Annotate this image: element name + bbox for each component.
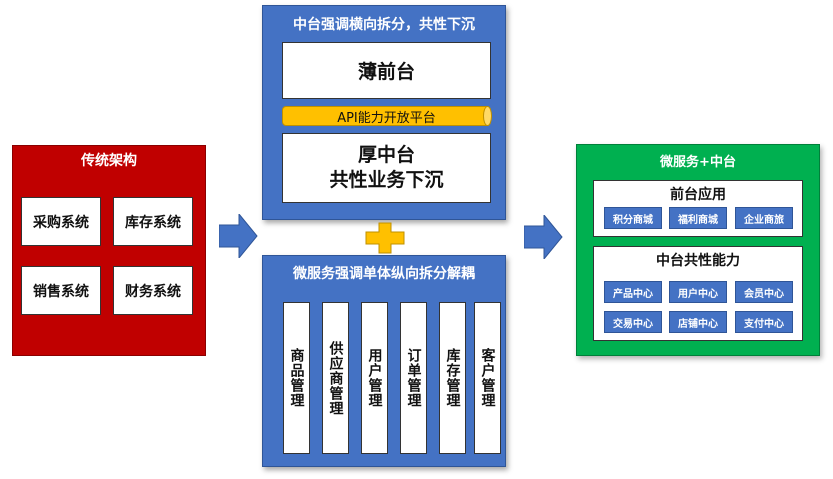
thick-middle-box: 厚中台 共性业务下沉 [282, 133, 491, 203]
capability-chip: 会员中心 [735, 281, 793, 303]
capability-chip: 店铺中心 [669, 311, 727, 333]
module-inventory-management: 库存管理 [439, 302, 466, 454]
module-user-management: 用户管理 [361, 302, 388, 454]
front-app-chip: 积分商城 [604, 207, 662, 229]
front-apps-title: 前台应用 [670, 187, 726, 203]
traditional-architecture-title: 传统架构 [81, 153, 137, 169]
capability-chip: 交易中心 [604, 311, 662, 333]
system-box-finance: 财务系统 [113, 266, 193, 315]
middle-capabilities-title: 中台共性能力 [656, 253, 740, 269]
api-platform-bar: API能力开放平台 [282, 106, 491, 126]
capability-chip: 用户中心 [669, 281, 727, 303]
microservices-title: 微服务强调单体纵向拆分解耦 [293, 266, 475, 282]
middle-platform-title: 中台强调横向拆分，共性下沉 [293, 17, 475, 33]
right-arrow-icon [524, 215, 563, 259]
thick-middle-line2: 共性业务下沉 [329, 169, 444, 191]
capability-chip: 产品中心 [604, 281, 662, 303]
front-app-chip: 福利商城 [669, 207, 727, 229]
module-customer-management: 客户管理 [474, 302, 501, 454]
system-box-sales: 销售系统 [21, 266, 101, 315]
front-app-chip: 企业商旅 [735, 207, 793, 229]
plus-icon [365, 222, 405, 254]
module-supplier-management: 供应商管理 [322, 302, 349, 454]
module-product-management: 商品管理 [283, 302, 310, 454]
api-bar-cap [483, 106, 492, 126]
microservice-middle-platform-title: 微服务+中台 [660, 155, 736, 170]
system-box-procurement: 采购系统 [21, 197, 101, 246]
module-order-management: 订单管理 [400, 302, 427, 454]
right-arrow-icon [219, 214, 258, 258]
system-box-inventory: 库存系统 [113, 197, 193, 246]
thick-middle-line1: 厚中台 [357, 144, 415, 166]
capability-chip: 支付中心 [735, 311, 793, 333]
thin-front-box: 薄前台 [282, 42, 491, 99]
traditional-architecture-panel: 传统架构 [12, 145, 206, 356]
